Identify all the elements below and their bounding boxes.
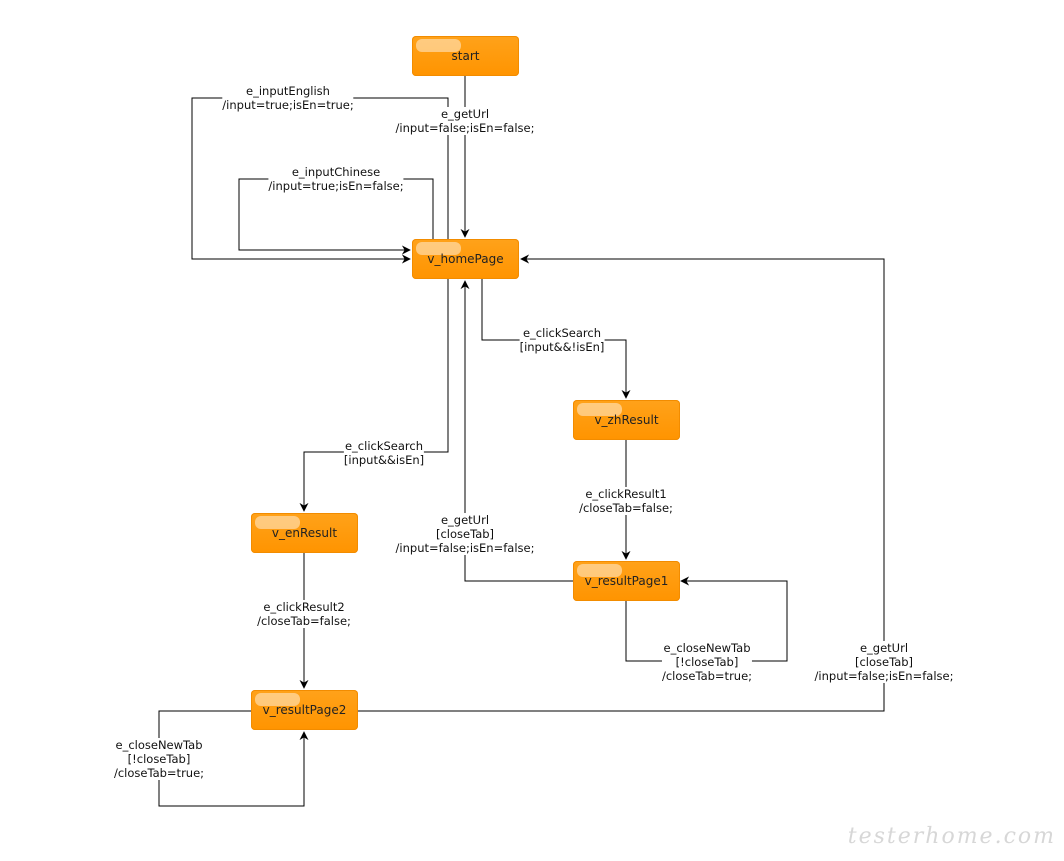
node-zh-result[interactable]: v_zhResult <box>573 400 680 440</box>
node-start[interactable]: start <box>412 36 519 76</box>
label-line: /closeTab=true; <box>113 766 205 780</box>
node-label: v_zhResult <box>594 413 659 427</box>
node-label: v_enResult <box>271 526 338 540</box>
label-line: e_clickResult2 <box>263 600 345 614</box>
node-gloss <box>255 516 300 529</box>
label-search-en: e_clickSearch [input&&isEn] <box>343 439 425 467</box>
node-result-page-2[interactable]: v_resultPage2 <box>251 690 358 730</box>
label-line: /input=false;isEn=false; <box>814 669 954 683</box>
label-line: e_inputChinese <box>291 165 381 179</box>
watermark: testerhome.com <box>847 824 1056 849</box>
label-result1: e_clickResult1 /closeTab=false; <box>579 487 673 515</box>
node-gloss <box>416 242 461 255</box>
label-line: /closeTab=true; <box>661 669 753 683</box>
label-line: /input=true;isEn=false; <box>268 179 404 193</box>
label-rp2-home: e_getUrl [closeTab] /input=false;isEn=fa… <box>814 641 954 683</box>
label-start-home: e_getUrl /input=false;isEn=false; <box>395 107 535 135</box>
node-en-result[interactable]: v_enResult <box>251 513 358 553</box>
label-line: e_closeNewTab <box>663 641 751 655</box>
label-input-english: e_inputEnglish /input=true;isEn=true; <box>222 84 354 112</box>
label-line: [input&&!isEn] <box>519 340 605 354</box>
label-line: e_getUrl <box>440 513 490 527</box>
node-gloss <box>416 39 461 52</box>
label-line: [closeTab] <box>854 655 914 669</box>
label-line: e_closeNewTab <box>115 738 203 752</box>
label-line: e_clickSearch <box>522 326 602 340</box>
label-line: /input=true;isEn=true; <box>222 98 354 112</box>
label-search-zh: e_clickSearch [input&&!isEn] <box>519 326 605 354</box>
node-label: v_resultPage2 <box>262 703 347 717</box>
edge-rp1-home <box>460 280 574 582</box>
label-line: e_getUrl <box>859 641 909 655</box>
label-line: /closeTab=false; <box>579 501 673 515</box>
label-rp2-close: e_closeNewTab [!closeTab] /closeTab=true… <box>113 738 205 780</box>
label-line: e_clickResult1 <box>585 487 667 501</box>
label-line: [!closeTab] <box>675 655 739 669</box>
edge-input-chinese <box>238 178 434 255</box>
label-line: [!closeTab] <box>127 752 191 766</box>
label-line: /input=false;isEn=false; <box>395 121 535 135</box>
label-line: e_inputEnglish <box>246 84 330 98</box>
node-home-page[interactable]: v_homePage <box>412 239 519 279</box>
node-label: start <box>451 49 480 63</box>
node-label: v_resultPage1 <box>584 574 669 588</box>
node-gloss <box>577 403 622 416</box>
label-rp1-home: e_getUrl [closeTab] /input=false;isEn=fa… <box>395 513 535 555</box>
label-line: [closeTab] <box>435 527 495 541</box>
edge-search-en <box>299 279 449 512</box>
node-label: v_homePage <box>427 252 504 266</box>
label-line: e_clickSearch <box>344 439 424 453</box>
edge-rp1-close <box>625 576 788 662</box>
label-input-chinese: e_inputChinese /input=true;isEn=false; <box>268 165 404 193</box>
node-gloss <box>255 693 300 706</box>
label-line: /input=false;isEn=false; <box>395 541 535 555</box>
label-line: [input&&isEn] <box>343 453 425 467</box>
label-result2: e_clickResult2 /closeTab=false; <box>257 600 351 628</box>
node-gloss <box>577 564 622 577</box>
label-line: e_getUrl <box>440 107 490 121</box>
node-result-page-1[interactable]: v_resultPage1 <box>573 561 680 601</box>
edge-input-english <box>191 97 449 264</box>
label-line: /closeTab=false; <box>257 614 351 628</box>
edge-rp2-close <box>158 710 309 807</box>
edge-rp2-home <box>357 254 885 712</box>
label-rp1-close: e_closeNewTab [!closeTab] /closeTab=true… <box>661 641 753 683</box>
